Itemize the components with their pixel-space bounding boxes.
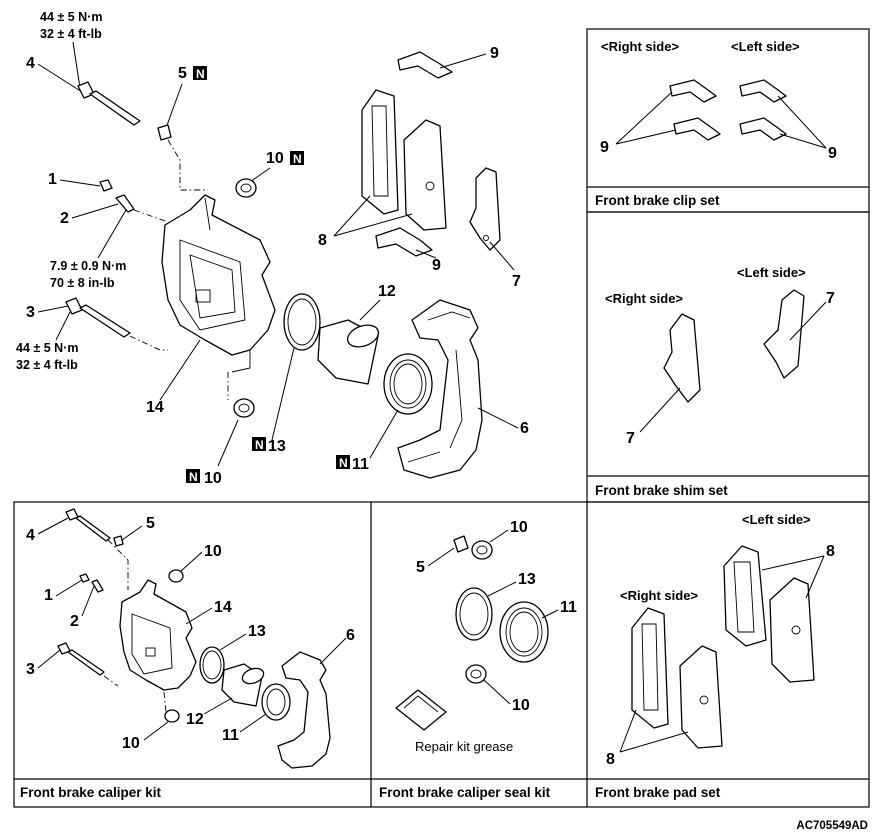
label-9-top: 9 [490,45,499,62]
shim-label-7-left: 7 [626,430,635,447]
label-13-top: 13 [268,438,286,455]
kit-label-5: 5 [146,515,155,532]
label-12-top: 12 [378,283,396,300]
kit-label-3: 3 [26,661,35,678]
clip-label-9-left: 9 [600,139,609,156]
torque-mid-inlb: 70 ± 8 in-lb [50,276,115,290]
kit-label-13: 13 [248,623,266,640]
caliper-kit-panel: 4 5 10 1 2 3 14 10 [20,508,355,800]
kit-caliper-support [277,651,331,769]
torque-mid-nm: 7.9 ± 0.9 N·m [50,259,126,273]
guide-bolt-upper [77,81,141,126]
label-9-mid: 9 [432,257,441,274]
shim-set-panel: <Right side> <Left side> 7 7 Front brake… [595,265,835,498]
pad-clip-upper [397,51,453,79]
shim-set-title: Front brake shim set [595,483,728,498]
pad-set-panel: <Left side> <Right side> 8 8 Front brake… [595,512,835,800]
svg-text:N: N [293,152,302,166]
piston [317,319,380,385]
bleeder-cap [99,179,113,192]
seal-kit-title: Front brake caliper seal kit [379,785,551,800]
n-mark-box [193,66,207,80]
figure-code: AC705549AD [796,820,868,832]
seal-label-10-top: 10 [510,519,528,536]
seal-kit-panel: 5 10 13 11 10 Repair kit grease Front br… [379,519,577,800]
label-1-top: 1 [48,171,57,188]
shim-label-7-right: 7 [826,290,835,307]
shim-right-side-label: <Right side> [605,291,683,306]
label-14-top: 14 [146,399,164,416]
kit-label-10-bottom: 10 [122,735,140,752]
label-10-bottom: 10 [204,470,222,487]
guide-boot-upper [157,124,172,141]
kit-label-4: 4 [26,527,35,544]
piston-seal [283,293,321,351]
kit-label-2: 2 [70,613,79,630]
torque-top-ftlb: 32 ± 4 ft-lb [40,27,102,41]
label-4: 4 [26,55,35,72]
clip-set-title: Front brake clip set [595,193,720,208]
shim-left [763,289,805,379]
clip-right-side-label: <Right side> [601,39,679,54]
clip-set-panel: <Right side> <Left side> 9 9 Front brake… [595,39,837,208]
pad-shim [469,167,501,251]
svg-text:N: N [189,470,198,484]
piston-boot [383,353,433,415]
caliper-kit-title: Front brake caliper kit [20,785,162,800]
shim-left-side-label: <Left side> [737,265,806,280]
torque-top-nm: 44 ± 5 N·m [40,10,102,24]
guide-bolt-lower [65,297,131,338]
kit-label-14: 14 [214,599,232,616]
clip-left-side-label: <Left side> [731,39,800,54]
kit-caliper-body [119,579,197,691]
dust-boot-lower [233,398,255,418]
pad-label-8-bottom: 8 [606,751,615,768]
torque-low-nm: 44 ± 5 N·m [16,341,78,355]
label-2-top: 2 [60,210,69,227]
pad-right-side-label: <Right side> [620,588,698,603]
svg-text:N: N [339,456,348,470]
pad-set-title: Front brake pad set [595,785,721,800]
svg-text:N: N [255,438,264,452]
kit-label-1: 1 [44,587,53,604]
pad-clip-lower [375,227,433,257]
label-10-top: 10 [266,150,284,167]
svg-text:N: N [196,67,205,81]
bleeder-screw [115,194,135,213]
label-7-top: 7 [512,273,521,290]
repair-kit-grease-label: Repair kit grease [415,739,513,754]
label-6-top: 6 [520,420,529,437]
torque-low-ftlb: 32 ± 4 ft-lb [16,358,78,372]
seal-label-11: 11 [560,599,577,616]
label-5-top: 5 [178,65,187,82]
grease-packet [395,689,447,731]
kit-label-10-top: 10 [204,543,222,560]
kit-label-11: 11 [222,727,239,744]
caliper-support [397,299,483,479]
shim-right [663,313,701,403]
seal-label-5: 5 [416,559,425,576]
seal-label-13: 13 [518,571,536,588]
pad-label-8-top: 8 [826,543,835,560]
label-11-top: 11 [352,456,369,473]
brake-pads-main [361,89,447,231]
kit-label-6: 6 [346,627,355,644]
label-3-top: 3 [26,304,35,321]
dust-boot-upper [235,178,257,198]
caliper-body [161,194,276,373]
kit-label-12: 12 [186,711,204,728]
pad-left-side-label: <Left side> [742,512,811,527]
main-exploded-view: 44 ± 5 N·m 32 ± 4 ft-lb 4 5 N 10 N 1 2 [16,10,529,487]
label-8-top: 8 [318,232,327,249]
panel-frames [13,28,870,808]
seal-label-10-bottom: 10 [512,697,530,714]
clip-label-9-right: 9 [828,145,837,162]
